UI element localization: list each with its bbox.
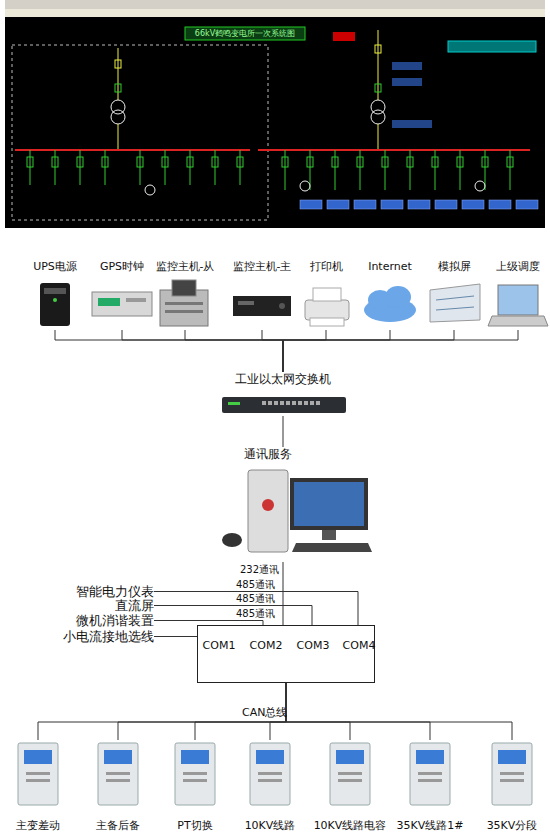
node-label: 上级调度 — [496, 260, 540, 273]
node-label: 主变差动 — [16, 819, 60, 832]
serial-device: 智能电力仪表 — [20, 584, 154, 599]
device-icon: Internet — [358, 260, 422, 330]
serial-device: 微机消谐装置 — [20, 613, 154, 628]
server-computer: 通讯服务 — [207, 447, 359, 562]
ethernet-switch-icon — [222, 397, 346, 413]
edge-label: 485通讯 — [236, 579, 275, 591]
protection-relay: 35KV线路1# — [392, 740, 468, 832]
node-label: 直流屏 — [20, 598, 154, 613]
protection-relay-icons — [18, 743, 532, 805]
node-label: 监控主机-从 — [156, 260, 215, 273]
connector-line — [122, 330, 283, 372]
connector-line — [283, 416, 284, 447]
device-icon: 打印机 — [294, 260, 358, 330]
dispatch-laptop-icon — [488, 285, 548, 326]
printer-icon — [305, 288, 349, 326]
alarm-box — [333, 32, 355, 41]
screen-buttons — [300, 200, 538, 209]
edge-label: 485通讯 — [236, 593, 275, 605]
device-icon: 监控主机-从 — [153, 260, 217, 330]
node-label: 主备后备 — [96, 819, 140, 832]
status-box — [448, 41, 536, 52]
port-label: COM2 — [244, 639, 288, 652]
device-icon: UPS电源 — [23, 260, 87, 330]
ethernet-switch: 工业以太网交换机 — [195, 372, 371, 416]
node-label: 智能电力仪表 — [20, 584, 154, 599]
serial-device: 直流屏 — [20, 598, 154, 613]
node-label: 小电流接地选线 — [20, 629, 154, 644]
connector-line — [154, 636, 197, 637]
protection-relay: 35KV分段 — [474, 740, 550, 832]
connector-line — [283, 330, 518, 372]
connector-line — [286, 683, 430, 740]
device-icon: 模拟屏 — [422, 260, 486, 330]
right-feeders — [282, 150, 513, 191]
connector-line — [154, 606, 312, 626]
monitor-host-slave-icon — [160, 280, 208, 326]
port-label: COM3 — [291, 639, 335, 652]
node-label: 10KV线路 — [245, 819, 296, 832]
port-label: COM4 — [337, 639, 381, 652]
menu-bar — [5, 0, 545, 9]
connector-line — [286, 683, 350, 740]
edge-label: 485通讯 — [236, 608, 275, 620]
mimic-panel-icon — [430, 284, 480, 322]
protection-relay: PT切换 — [157, 740, 233, 832]
connector-line — [262, 330, 283, 372]
device-icon: 监控主机-主 — [230, 260, 294, 330]
node-label: 工业以太网交换机 — [235, 372, 331, 386]
device-icon: GPS时钟 — [90, 260, 154, 330]
tool-bar — [5, 9, 545, 17]
serial-port-box: COM1COM2COM3COM4 — [197, 625, 375, 683]
node-label: GPS时钟 — [100, 260, 144, 273]
node-label: UPS电源 — [33, 260, 77, 273]
node-label: 通讯服务 — [244, 447, 359, 461]
serial-device: 小电流接地选线 — [20, 629, 154, 644]
connector-line — [283, 330, 454, 372]
screen-title: 66kV鹤鸣变电所一次系统图 — [185, 27, 305, 40]
connector-line — [55, 330, 283, 372]
protection-relay: 主变差动 — [0, 740, 76, 832]
connector-line — [154, 592, 358, 626]
right-busbar — [258, 149, 530, 151]
node-label: PT切换 — [177, 819, 212, 832]
edge-label: 232通讯 — [231, 564, 279, 576]
connector-line — [283, 562, 284, 625]
node-label: 打印机 — [310, 260, 343, 273]
connector-line — [286, 683, 512, 740]
node-label: 模拟屏 — [438, 260, 471, 273]
right-incoming-line — [371, 30, 432, 150]
protection-relay: 主备后备 — [80, 740, 156, 832]
dashed-frame — [12, 45, 268, 220]
scada-screenshot — [5, 0, 545, 228]
node-label: 35KV线路1# — [397, 819, 464, 832]
gps-clock-icon — [92, 292, 152, 316]
monitor-host-master-icon — [233, 296, 291, 316]
node-label: 35KV分段 — [487, 819, 538, 832]
left-incoming-line — [111, 48, 125, 150]
node-label: 微机消谐装置 — [20, 613, 154, 628]
server-computer-icon — [222, 470, 372, 552]
connector-line — [185, 330, 283, 372]
left-feeders — [27, 150, 243, 195]
connector-line — [283, 330, 326, 372]
node-label: 10KV线路电容 — [314, 819, 387, 832]
port-label: COM1 — [197, 639, 241, 652]
connector-line — [283, 330, 390, 372]
connector-layer — [38, 330, 518, 740]
node-label: Internet — [368, 260, 412, 273]
ups-icon — [40, 283, 70, 326]
bus-name: CAN总线 — [242, 706, 287, 719]
device-icon: 上级调度 — [486, 260, 550, 330]
screen-background — [5, 0, 545, 228]
node-label: 监控主机-主 — [233, 260, 292, 273]
screen-title-box — [185, 27, 305, 40]
protection-relay: 10KV线路电容 — [312, 740, 388, 832]
protection-relay: 10KV线路 — [232, 740, 308, 832]
internet-cloud-icon — [364, 286, 416, 322]
